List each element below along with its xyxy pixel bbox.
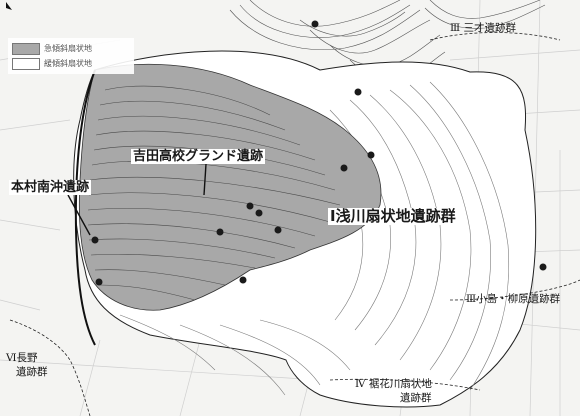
- legend-label: 急傾斜扇状地: [44, 44, 92, 53]
- site-group-boundaries: [9, 32, 580, 416]
- site-dot: [367, 151, 375, 159]
- label-asakawa-group: Ⅰ浅川扇状地遺跡群: [328, 207, 458, 225]
- site-dot: [246, 202, 254, 210]
- site-dots: [91, 20, 547, 286]
- label-susobana-group-line1: Ⅳ 裾花川扇状地: [355, 378, 432, 390]
- site-dot: [311, 20, 319, 28]
- label-honmura-site: 本村南沖遺跡: [9, 180, 92, 195]
- legend-item-gentle: 緩傾斜扇状地: [12, 56, 130, 71]
- site-dot: [216, 228, 224, 236]
- site-dot: [239, 276, 247, 284]
- site-dot: [354, 88, 362, 96]
- leader-lines: [67, 163, 207, 236]
- label-nagano-group-line1: Ⅵ長野: [6, 352, 38, 364]
- site-dot: [255, 209, 263, 217]
- site-dot: [340, 164, 348, 172]
- site-dot: [91, 236, 99, 244]
- label-nagano-group-line2: 遺跡群: [16, 366, 48, 378]
- site-dot: [274, 226, 282, 234]
- steep-contours: [87, 85, 341, 301]
- legend-label: 緩傾斜扇状地: [44, 59, 92, 68]
- legend-swatch-gentle: [12, 57, 40, 70]
- legend-item-steep: 急傾斜扇状地: [12, 41, 130, 56]
- cliff-line: [74, 69, 96, 346]
- label-kojima-group: Ⅲ小島・柳原遺跡群: [466, 293, 561, 305]
- steep-fan-area: [78, 63, 382, 311]
- north-arrow-icon: [6, 2, 12, 10]
- map-legend: 急傾斜扇状地 緩傾斜扇状地: [8, 38, 134, 74]
- label-susobana-group-line2: 遺跡群: [400, 392, 432, 404]
- label-sanzai-group: Ⅲ 三才遺跡群: [450, 22, 516, 34]
- legend-swatch-steep: [12, 42, 40, 55]
- site-dot: [95, 278, 103, 286]
- site-dot: [539, 263, 547, 271]
- label-yoshida-site: 吉田高校グランド遺跡: [131, 149, 266, 164]
